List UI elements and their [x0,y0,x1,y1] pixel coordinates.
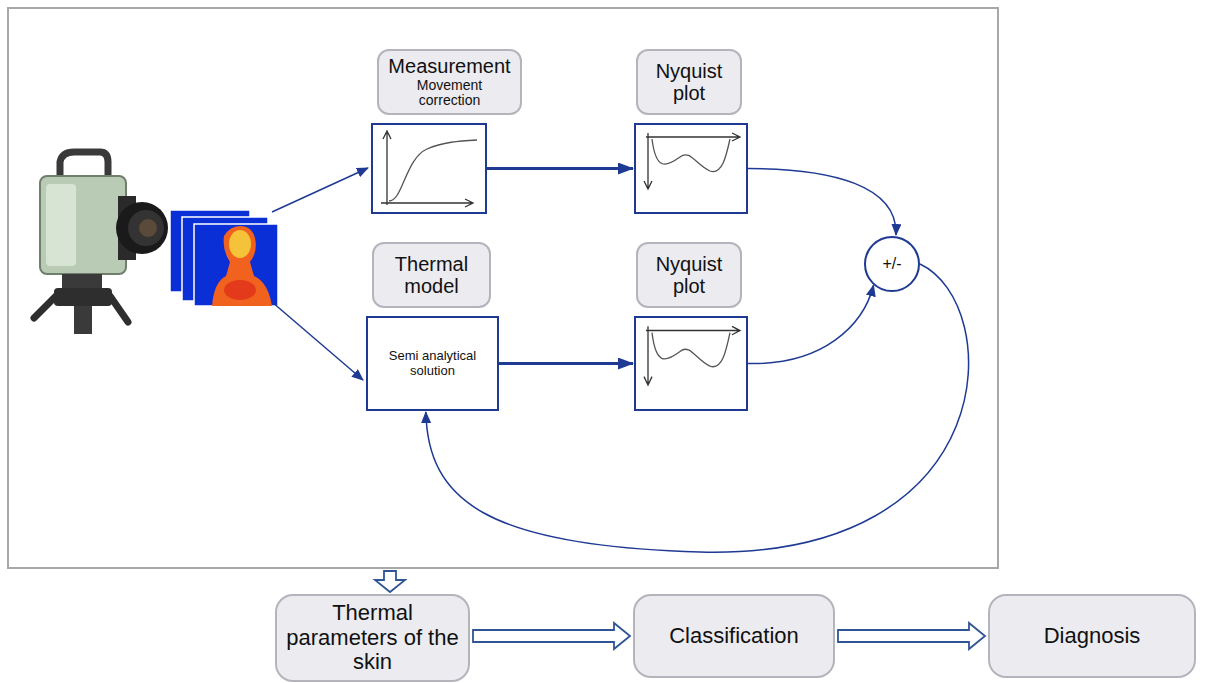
nyquist-plot [636,318,746,409]
label-text: +/- [882,255,901,273]
flow-arrow [499,362,633,365]
heading-box: Thermal model [372,242,491,308]
label-text: Measurement [388,55,510,77]
system-frame [8,8,998,568]
process-box: Thermal parameters of the skin [275,594,470,682]
label-text: Nyquist plot [644,253,734,298]
nyquist-plot-box: Nyquist plot [634,316,748,411]
block-arrow [838,623,985,649]
camera-link [272,302,363,380]
sum-circle: +/- [864,236,920,292]
curve-plot [373,125,485,212]
label-text: Thermal model [380,253,483,298]
heading-box: Nyquist plot [636,242,742,308]
process-box: Diagnosis [988,594,1196,678]
process-box: Classification [633,594,835,678]
label-text: Diagnosis [1044,624,1141,649]
heading-box: MeasurementMovement correction [377,49,522,115]
nyquist-plot-box: Nyquist plot [634,123,748,214]
label-text: Movement correction [385,78,514,109]
block-arrow [473,623,630,649]
label-text: Semi analytical solution [368,349,497,378]
thermal-model-box: Thermal modelSemi analytical solution [366,316,499,411]
feedback-line [748,285,874,363]
camera-link [272,168,368,212]
feedback-line [748,169,896,236]
flow-arrow [487,167,633,170]
label-text: Nyquist plot [644,60,734,105]
heading-box: Nyquist plot [636,49,742,115]
hollow-down-arrow [375,571,405,592]
thermal-image-stack [170,210,278,306]
label-text: Thermal parameters of the skin [285,601,460,675]
nyquist-plot [636,125,746,212]
label-text: Classification [669,624,799,649]
camera-illustration [28,140,170,340]
measurement-plot-box: MeasurementMovement correction [371,123,487,214]
